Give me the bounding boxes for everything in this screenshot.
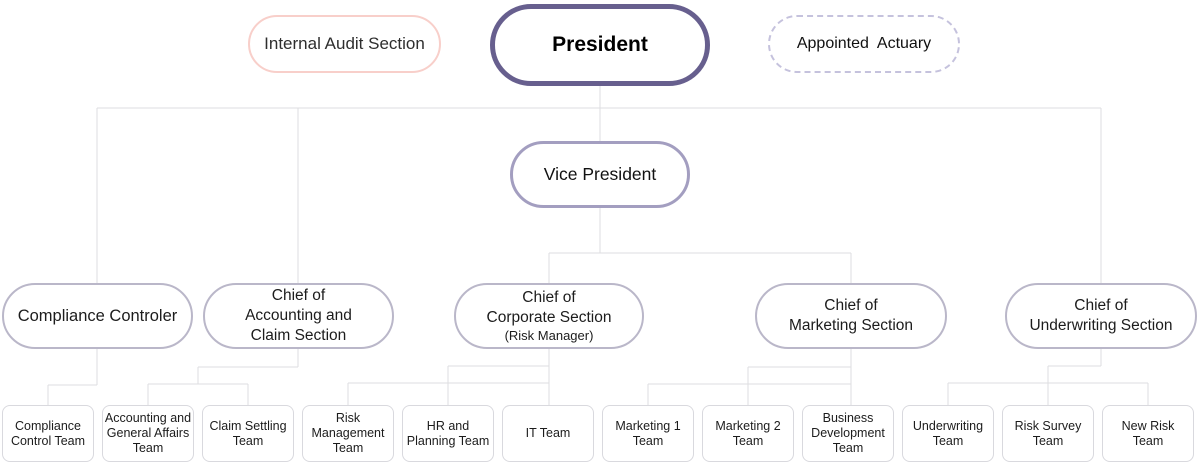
node-label: Chief of Marketing Section — [788, 297, 914, 334]
node-marketing-2-team: Marketing 2 Team — [702, 405, 794, 462]
node-vice-president: Vice President — [510, 141, 690, 208]
node-label: Chief of Corporate Section — [486, 289, 612, 326]
node-compliance-controler: Compliance Controler — [2, 283, 193, 349]
node-label: Business Development Team — [811, 411, 885, 455]
node-chief-corporate-section: Chief of Corporate Section (Risk Manager… — [454, 283, 644, 349]
node-business-development-team: Business Development Team — [802, 405, 894, 462]
node-chief-underwriting-section: Chief of Underwriting Section — [1005, 283, 1197, 349]
node-it-team: IT Team — [502, 405, 594, 462]
node-label: New Risk Team — [1121, 418, 1175, 448]
node-label: Marketing 2 Team — [715, 418, 781, 448]
node-chief-marketing-section: Chief of Marketing Section — [755, 283, 947, 349]
node-underwriting-team: Underwriting Team — [902, 405, 994, 462]
node-label: Compliance Control Team — [10, 418, 86, 448]
node-label: President — [552, 33, 648, 56]
node-label: Marketing 1 Team — [615, 418, 681, 448]
node-chief-accounting-claim-section: Chief of Accounting and Claim Section — [203, 283, 394, 349]
node-label: Risk Management Team — [311, 411, 385, 455]
node-risk-survey-team: Risk Survey Team — [1002, 405, 1094, 462]
node-label: IT Team — [525, 426, 571, 440]
node-label: Internal Audit Section — [264, 34, 425, 53]
node-label: Underwriting Team — [912, 418, 984, 448]
node-label: Chief of Underwriting Section — [1029, 297, 1173, 334]
node-label: Vice President — [543, 164, 657, 184]
node-label: Accounting and General Affairs Team — [104, 411, 192, 455]
node-label: HR and Planning Team — [406, 418, 490, 448]
node-hr-planning-team: HR and Planning Team — [402, 405, 494, 462]
node-label: Chief of Accounting and Claim Section — [245, 287, 352, 344]
node-risk-management-team: Risk Management Team — [302, 405, 394, 462]
node-internal-audit-section: Internal Audit Section — [248, 15, 441, 73]
node-accounting-general-affairs-team: Accounting and General Affairs Team — [102, 405, 194, 462]
node-label: Risk Survey Team — [1014, 418, 1082, 448]
node-compliance-control-team: Compliance Control Team — [2, 405, 94, 462]
node-new-risk-team: New Risk Team — [1102, 405, 1194, 462]
node-appointed-actuary: Appointed Actuary — [768, 15, 960, 73]
node-label: Appointed Actuary — [796, 35, 932, 52]
node-claim-settling-team: Claim Settling Team — [202, 405, 294, 462]
node-label: Claim Settling Team — [209, 418, 287, 448]
node-label: Compliance Controler — [17, 307, 178, 325]
node-marketing-1-team: Marketing 1 Team — [602, 405, 694, 462]
node-sublabel: (Risk Manager) — [504, 328, 594, 343]
node-president: President — [490, 4, 710, 86]
